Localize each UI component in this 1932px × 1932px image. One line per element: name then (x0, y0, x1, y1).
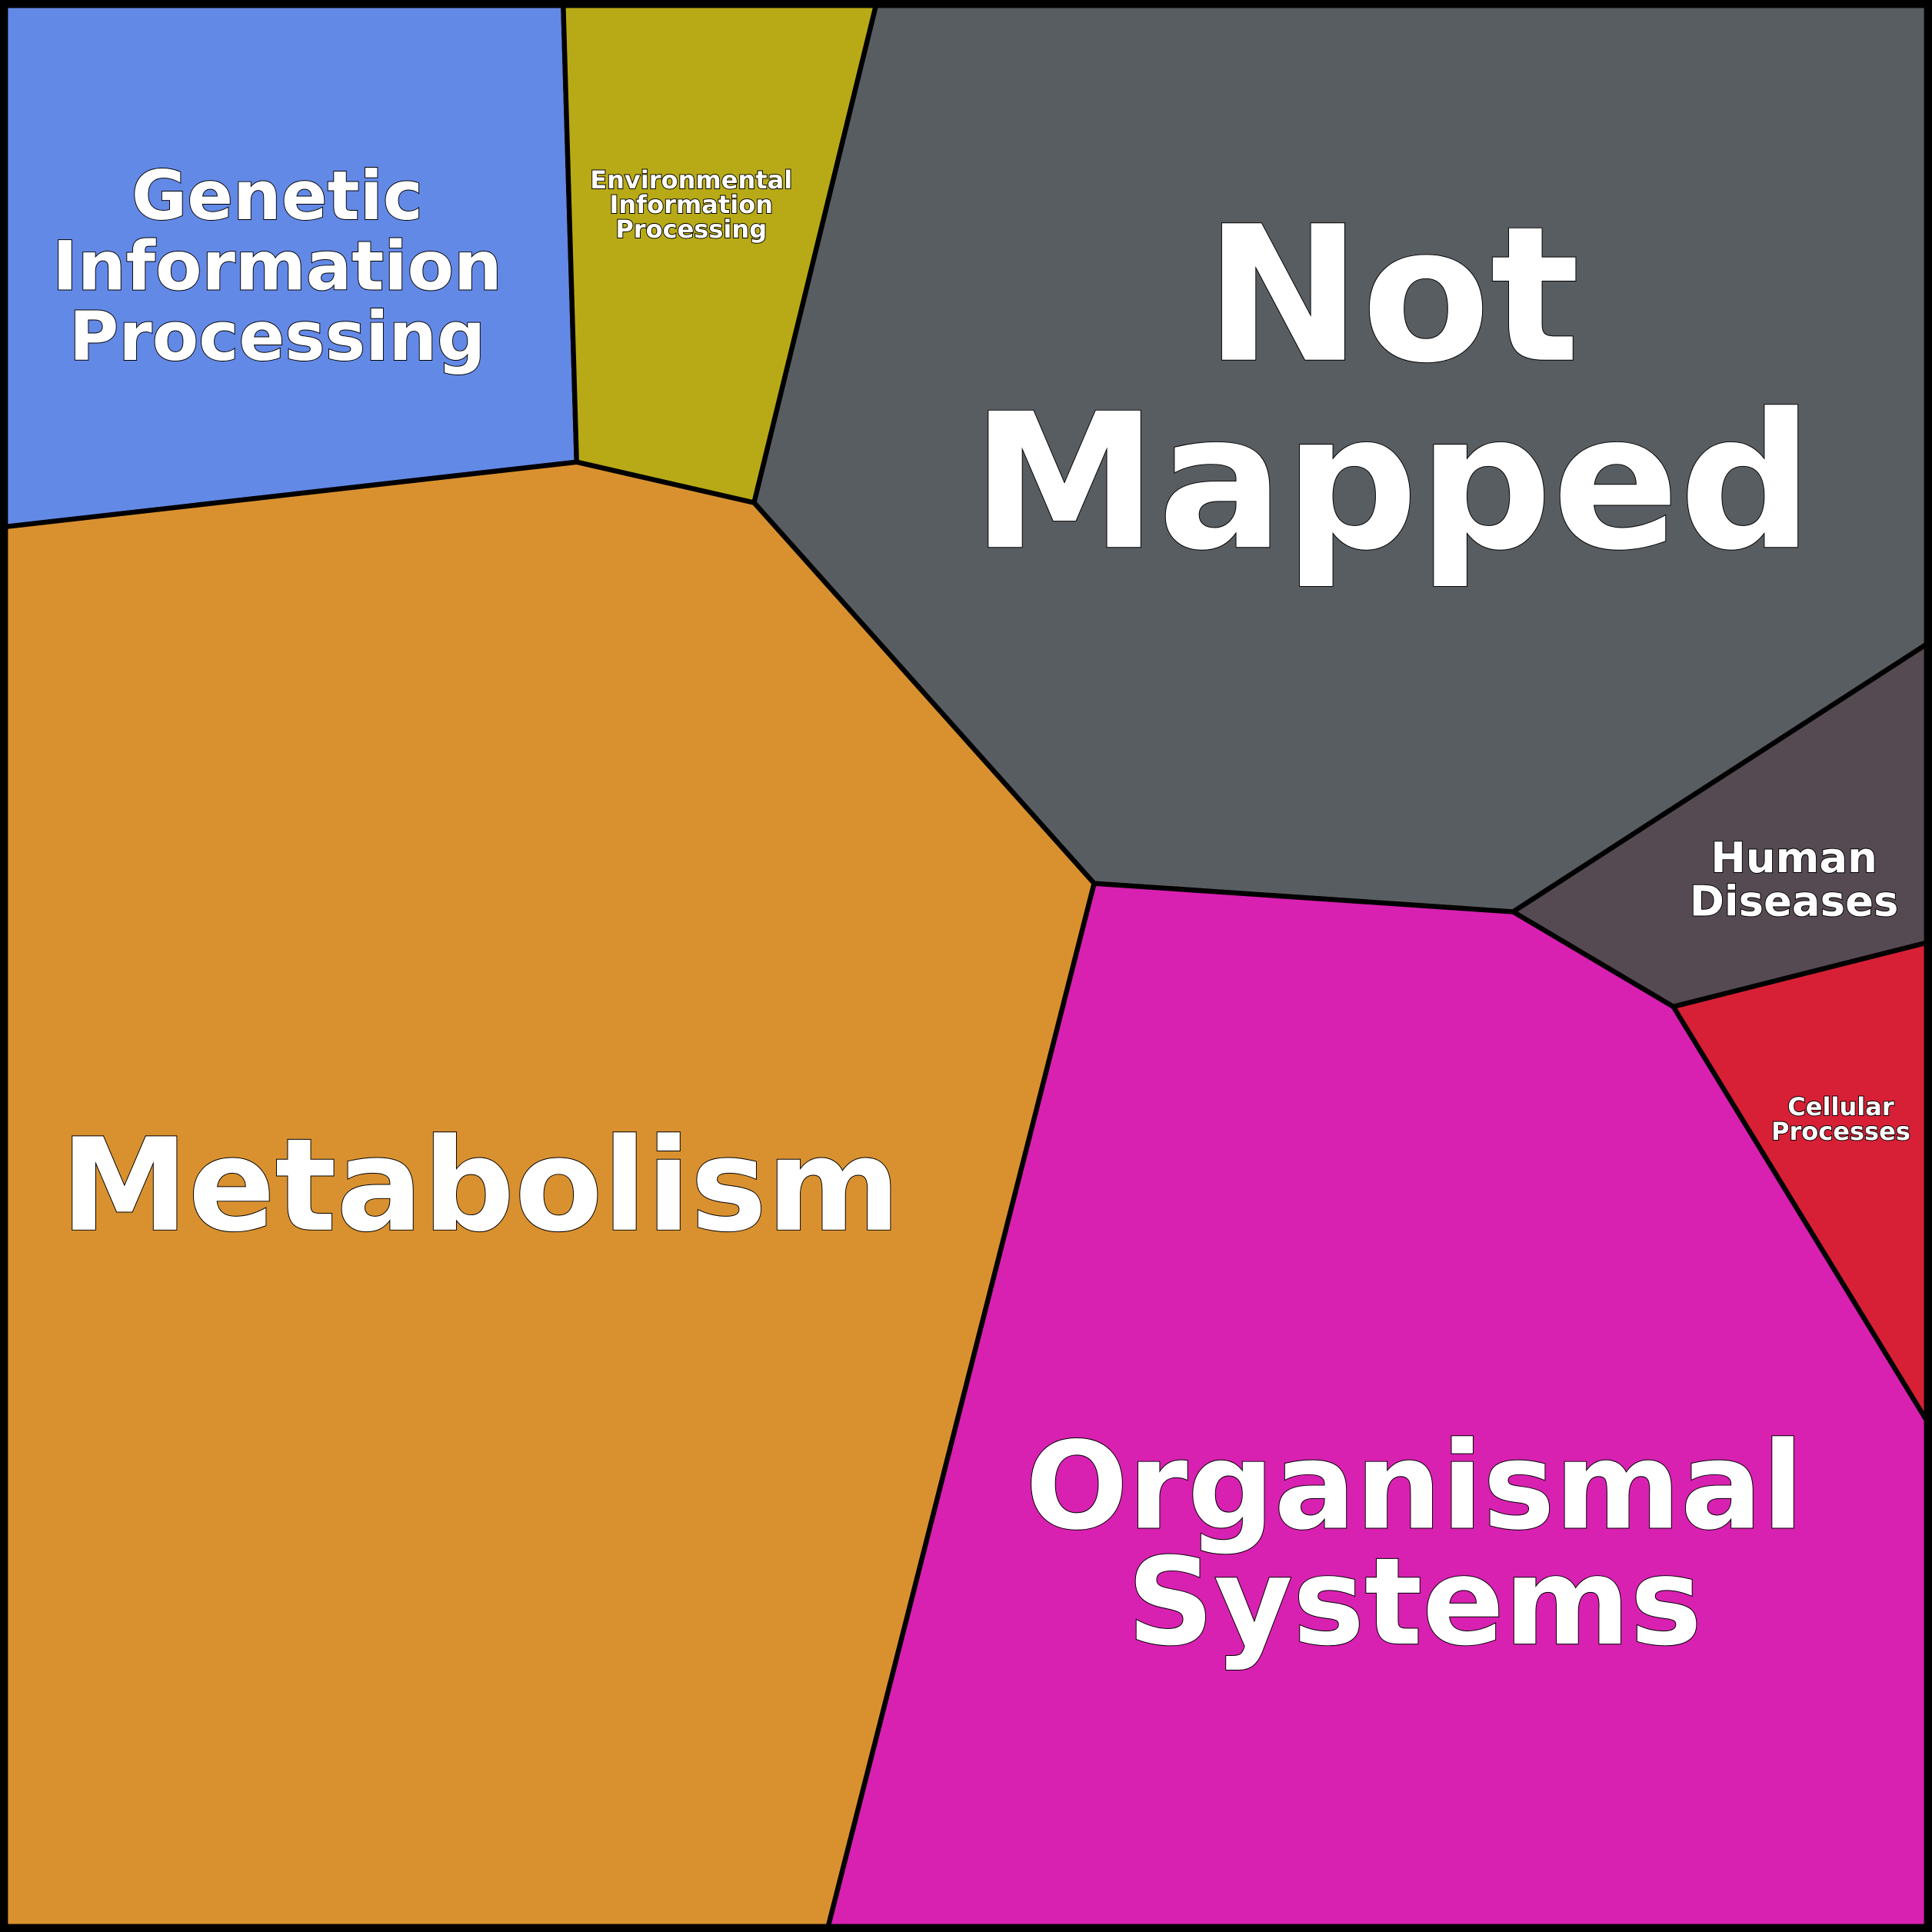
label-line: Cellular (1787, 1092, 1894, 1121)
label-line: Information (609, 190, 773, 219)
label-line: Diseases (1690, 876, 1899, 925)
label-metabolism: Metabolism (61, 1111, 901, 1261)
label-line: Systems (1127, 1532, 1701, 1673)
label-line: Organismal (1025, 1417, 1804, 1557)
label-line: Mapped (971, 374, 1814, 591)
label-line: Information (52, 226, 502, 305)
label-line: Processing (615, 215, 767, 244)
cell-organismal (824, 881, 1932, 1932)
label-line: Processes (1771, 1117, 1910, 1146)
label-line: Processing (69, 297, 485, 376)
label-line: Human (1710, 833, 1877, 882)
label-line: Genetic (132, 156, 423, 235)
label-line: Metabolism (61, 1111, 901, 1261)
label-line: Environmental (590, 165, 792, 195)
label-line: Not (1205, 187, 1580, 405)
